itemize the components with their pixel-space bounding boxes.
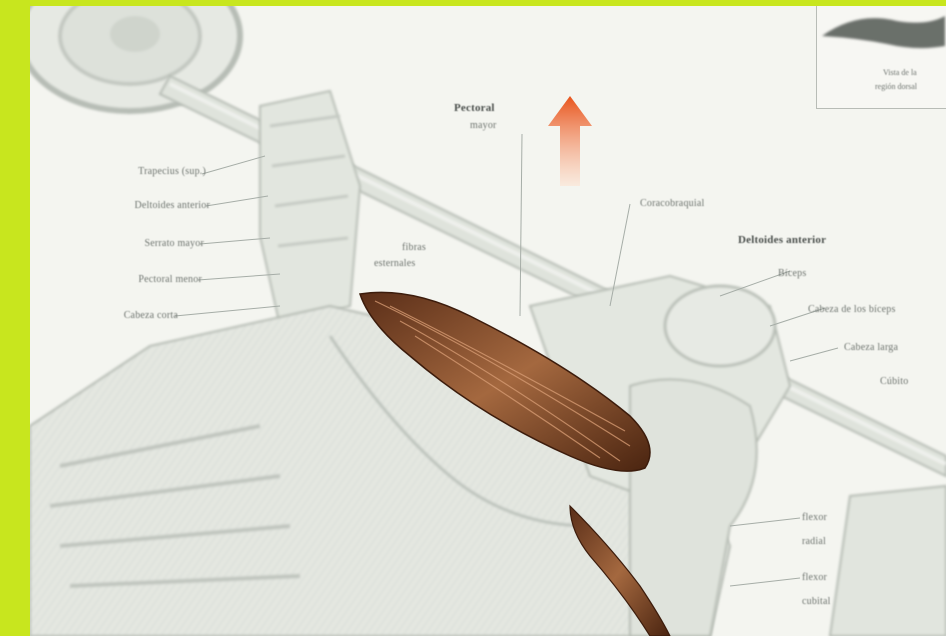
- label-cabeza-corta: Cabeza corta: [124, 310, 178, 321]
- label-fibers-2: esternales: [374, 258, 415, 269]
- label-coracobraquial: Coracobraquial: [640, 198, 704, 209]
- anatomy-illustration: Vista de la región dorsal Trapecius (sup…: [30, 6, 946, 636]
- label-pectoral-menor: Pectoral menor: [138, 274, 202, 285]
- label-forearm-2: radial: [802, 536, 826, 547]
- label-pectoral-sub: mayor: [470, 120, 497, 131]
- label-forearm-1: flexor: [802, 512, 827, 523]
- label-serrato: Serrato mayor: [144, 238, 204, 249]
- label-deltoides-right: Deltoides anterior: [738, 234, 826, 246]
- label-fibers-1: fibras: [402, 242, 426, 253]
- label-deltoides-left: Deltoides anterior: [134, 200, 210, 211]
- label-forearm-3: flexor: [802, 572, 827, 583]
- label-pectoral: Pectoral: [454, 102, 495, 114]
- inset-view: Vista de la región dorsal: [816, 6, 946, 109]
- label-forearm-4: cubital: [802, 596, 831, 607]
- label-cabeza-biceps: Cabeza de los bíceps: [808, 304, 896, 315]
- label-cubito: Cúbito: [880, 376, 908, 387]
- label-cabeza-larga: Cabeza larga: [844, 342, 898, 353]
- inset-caption-1: Vista de la: [883, 68, 917, 77]
- left-hand: [260, 91, 360, 326]
- inset-caption-2: región dorsal: [875, 82, 917, 91]
- inset-figure-icon: [817, 6, 946, 66]
- label-trapecius: Trapecius (sup.): [138, 166, 206, 177]
- up-arrow-icon: [548, 96, 592, 186]
- label-biceps: Bíceps: [778, 268, 806, 279]
